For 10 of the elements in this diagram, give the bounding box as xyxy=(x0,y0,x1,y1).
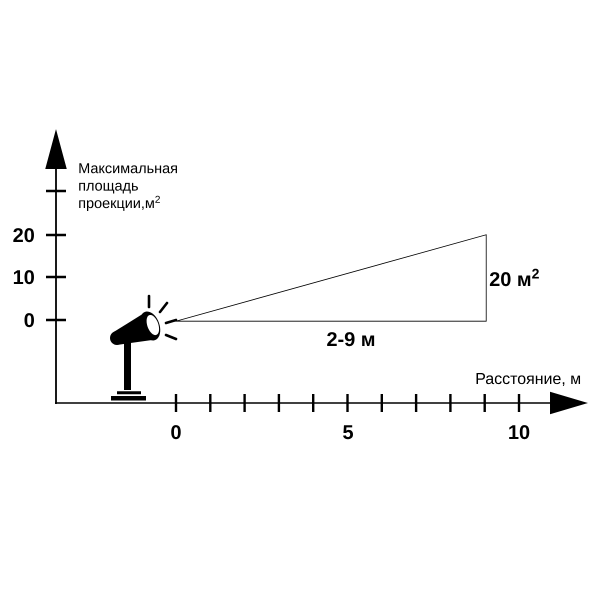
dimension-label: 20 м$^{2}$ xyxy=(490,268,539,286)
tick-label: 10 xyxy=(14,270,34,284)
axis-title: Максимальная площадь проекции,м$^{2}$ xyxy=(79,163,177,211)
dimension-label: 2-9 м xyxy=(327,332,374,346)
tick-label: 0 xyxy=(24,313,34,328)
tick-label: 5 xyxy=(343,425,353,440)
axis-title: Расстояние, м xyxy=(476,373,580,386)
tick-label: 20 xyxy=(13,228,34,242)
tick-label: 10 xyxy=(509,425,530,440)
tick-label: 0 xyxy=(171,425,181,440)
